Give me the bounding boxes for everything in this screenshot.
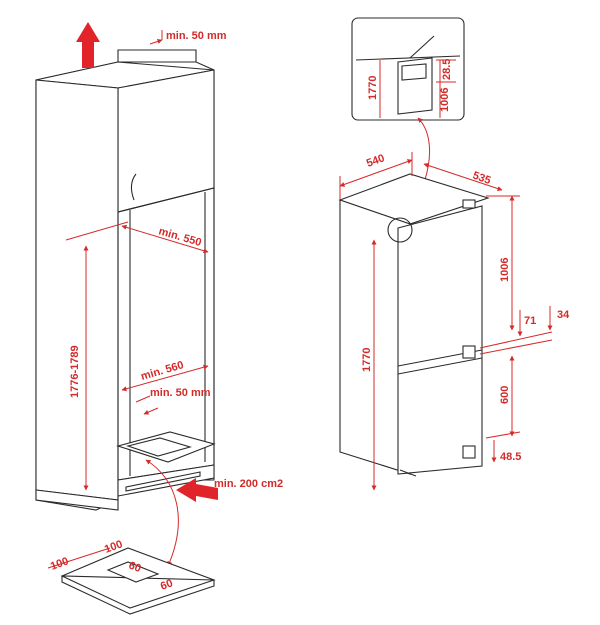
- dim-plinth-b: 100: [103, 538, 124, 556]
- detail-1770: 1770: [367, 76, 379, 100]
- dim-gap-71: 71: [524, 315, 536, 327]
- air-out-arrow: [76, 22, 100, 68]
- dim-vent-area: min. 200 cm2: [214, 478, 283, 490]
- detail-1006: 1006: [439, 88, 451, 112]
- dim-upper-door: 1006: [499, 258, 511, 282]
- dim-bottom-offset: 48.5: [500, 451, 521, 463]
- dim-height: 1770: [361, 348, 373, 372]
- dim-top-gap: min. 50 mm: [166, 30, 227, 42]
- dim-width: 540: [365, 152, 386, 170]
- air-in-arrow: [176, 478, 218, 502]
- detail-28-5: 28.5: [441, 59, 453, 80]
- dim-plinth-a: 100: [49, 555, 70, 573]
- dim-lower-door: 600: [499, 386, 511, 404]
- dim-gap-34: 34: [557, 309, 570, 321]
- plinth-plate: [60, 547, 216, 615]
- cabinet-drawing: [35, 49, 216, 511]
- dim-plinth-c: 60: [127, 560, 143, 575]
- dim-niche-height: 1776-1789: [69, 345, 81, 398]
- appliance-drawing: [338, 173, 490, 477]
- dim-plinth-d: 60: [159, 577, 175, 592]
- dim-bottom-gap: min. 50 mm: [150, 387, 211, 399]
- dim-depth: 535: [471, 170, 492, 188]
